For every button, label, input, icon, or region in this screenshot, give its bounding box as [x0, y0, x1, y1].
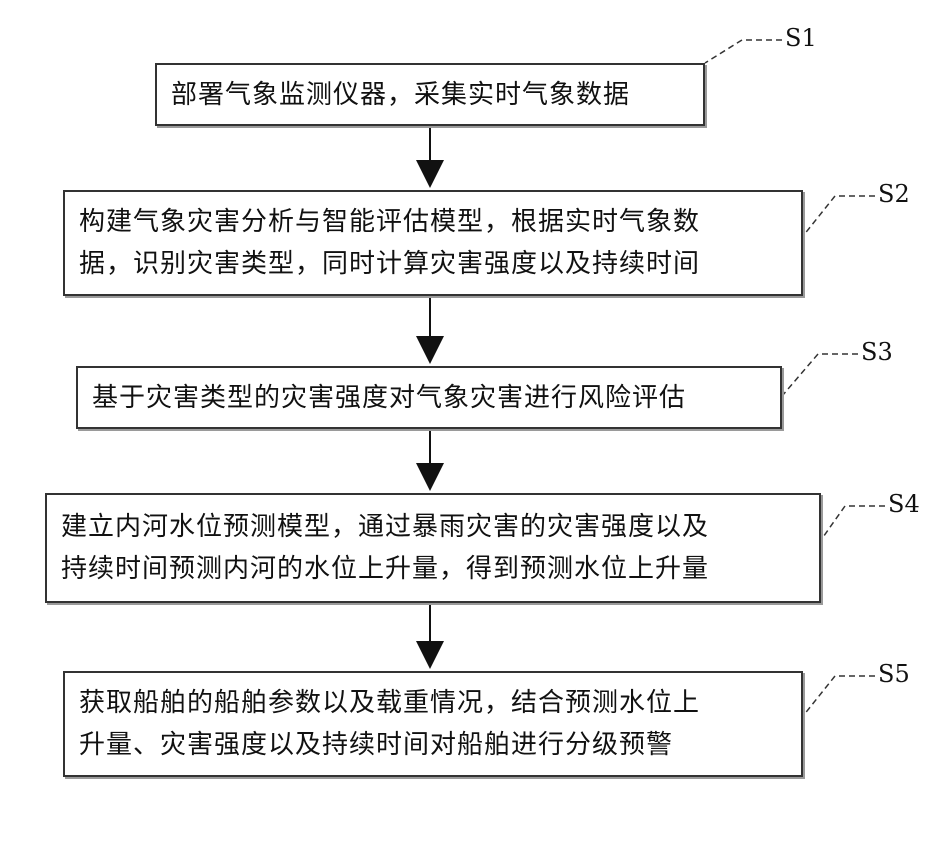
leader-line-s2 — [803, 196, 875, 236]
arrow-head-2 — [416, 336, 444, 364]
leader-line-s4 — [821, 506, 885, 540]
step-box-s3: 基于灾害类型的灾害强度对气象灾害进行风险评估 — [76, 366, 782, 429]
step-label-s2: S2 — [878, 180, 910, 208]
step-label-s1: S1 — [785, 24, 817, 52]
leader-line-s1 — [705, 40, 782, 63]
arrow-head-3 — [416, 463, 444, 491]
step-s5-line-2: 升量、灾害强度以及持续时间对船舶进行分级预警 — [79, 724, 787, 766]
arrow-head-1 — [416, 160, 444, 188]
step-s3-line-1: 基于灾害类型的灾害强度对气象灾害进行风险评估 — [92, 377, 766, 419]
arrow-head-4 — [416, 641, 444, 669]
step-s4-line-2: 持续时间预测内河的水位上升量，得到预测水位上升量 — [61, 548, 805, 590]
step-box-s5: 获取船舶的船舶参数以及载重情况，结合预测水位上 升量、灾害强度以及持续时间对船舶… — [63, 671, 803, 777]
step-s2-line-2: 据，识别灾害类型，同时计算灾害强度以及持续时间 — [79, 243, 787, 285]
leader-line-s5 — [803, 676, 875, 716]
step-box-s1: 部署气象监测仪器，采集实时气象数据 — [155, 63, 705, 126]
step-box-s2: 构建气象灾害分析与智能评估模型，根据实时气象数 据，识别灾害类型，同时计算灾害强… — [63, 190, 803, 296]
step-label-s3: S3 — [861, 338, 893, 366]
step-s1-line-1: 部署气象监测仪器，采集实时气象数据 — [171, 74, 689, 116]
step-s5-line-1: 获取船舶的船舶参数以及载重情况，结合预测水位上 — [79, 682, 787, 724]
step-s4-line-1: 建立内河水位预测模型，通过暴雨灾害的灾害强度以及 — [61, 506, 805, 548]
step-box-s4: 建立内河水位预测模型，通过暴雨灾害的灾害强度以及 持续时间预测内河的水位上升量，… — [45, 493, 821, 603]
step-label-s5: S5 — [878, 660, 910, 688]
leader-line-s3 — [782, 354, 858, 396]
step-label-s4: S4 — [888, 490, 920, 518]
step-s2-line-1: 构建气象灾害分析与智能评估模型，根据实时气象数 — [79, 201, 787, 243]
